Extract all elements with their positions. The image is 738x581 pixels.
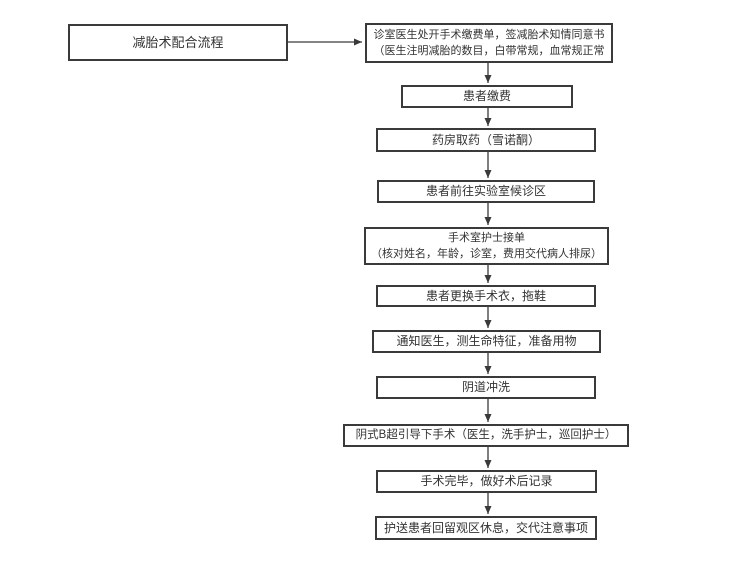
flow-node-patient-payment: 患者缴费 [401,85,573,108]
flow-node-ultrasound-guided-surgery: 阴式B超引导下手术（医生，洗手护士，巡回护士） [343,424,629,447]
flow-node-text: 患者更换手术衣，拖鞋 [425,288,546,303]
flow-node-text: 手术完毕，做好术后记录 [420,474,553,488]
flow-node-nurse-receives-order: 手术室护士接单 （核对姓名，年龄，诊室，费用交代病人排尿） [364,227,609,265]
flow-node-text: 患者前往实验室候诊区 [425,184,546,198]
flow-node-text: （核对姓名，年龄，诊室，费用交代病人排尿） [371,248,602,260]
flow-node-text: 药房取药（雪诺酮） [431,132,540,147]
flow-node-text: （医生注明减胎的数目，白带常规，血常规正常 [373,45,605,57]
flow-node-pharmacy-pickup: 药房取药（雪诺酮） [376,128,596,152]
flow-node-text: 通知医生，测生命特征，准备用物 [396,334,577,348]
flow-node-issue-payment-consent: 诊室医生处开手术缴费单，签减胎术知情同意书 （医生注明减胎的数目，白带常规，血常… [365,23,613,63]
flow-node-text: 患者缴费 [462,89,511,103]
flow-node-text: 手术室护士接单 [448,232,525,244]
flow-node-notify-doctor-vitals: 通知医生，测生命特征，准备用物 [372,330,601,353]
flow-node-text: 诊室医生处开手术缴费单，签减胎术知情同意书 [373,29,605,41]
flow-node-text: 阴道冲洗 [461,380,510,394]
flow-node-text: 阴式B超引导下手术（医生，洗手护士，巡回护士） [355,429,617,441]
flow-node-title-label: 减胎术配合流程 [132,35,224,50]
flow-node-vaginal-irrigation: 阴道冲洗 [376,376,596,399]
flow-node-escort-observation: 护送患者回留观区休息，交代注意事项 [375,516,597,540]
flow-node-text: 护送患者回留观区休息，交代注意事项 [383,520,588,535]
flow-node-postop-records: 手术完毕，做好术后记录 [376,470,597,493]
flow-node-title: 减胎术配合流程 [68,24,288,61]
flow-node-lab-waiting-area: 患者前往实验室候诊区 [377,180,595,203]
flow-node-change-gown: 患者更换手术衣，拖鞋 [376,285,596,307]
